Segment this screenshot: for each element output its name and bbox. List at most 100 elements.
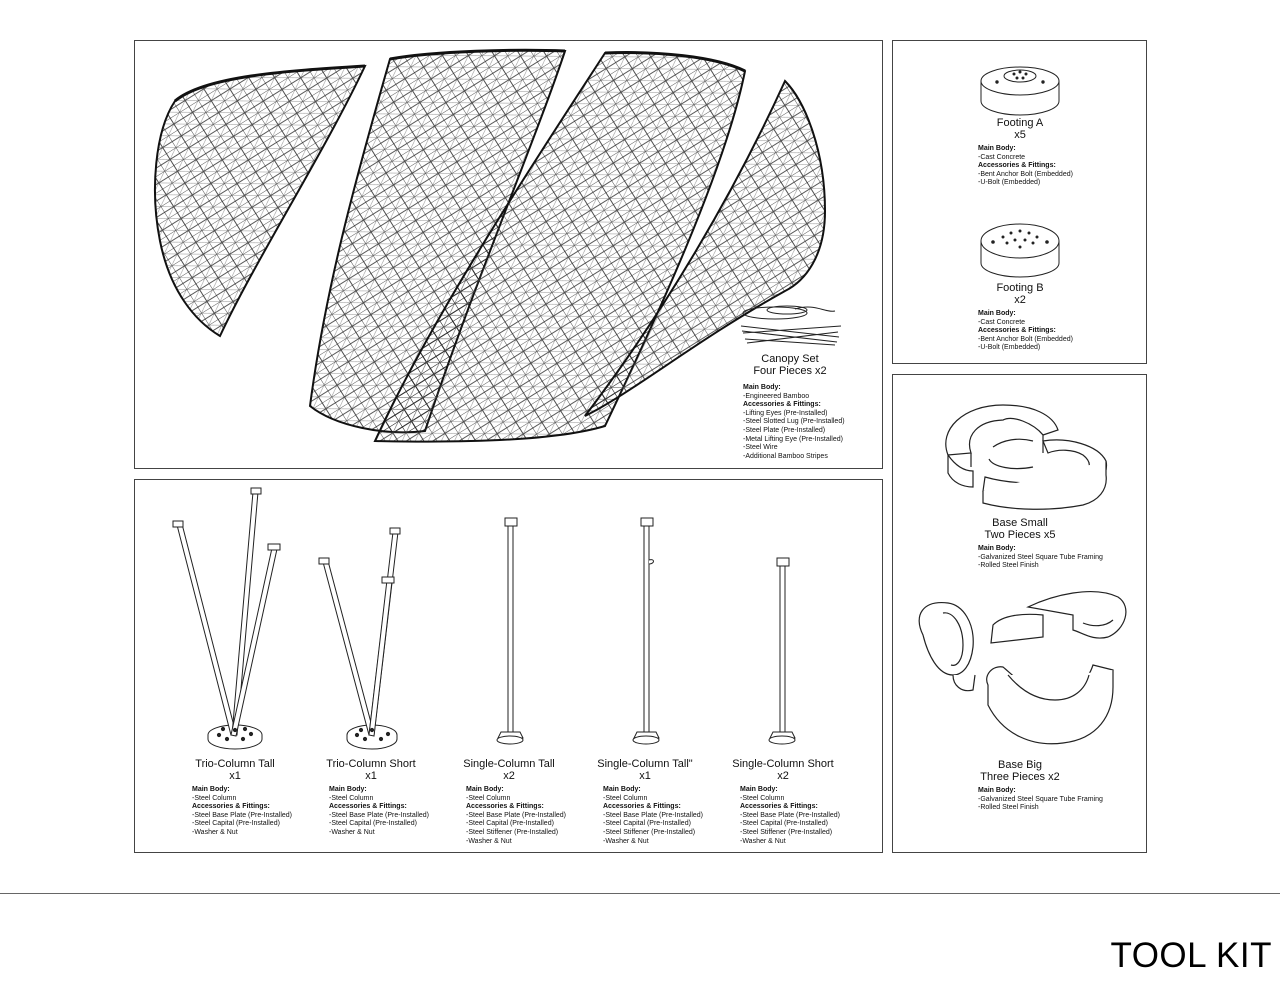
single-column-tall-fitting-item: -Steel Capital (Pre-Installed) xyxy=(466,820,554,828)
page-divider xyxy=(0,893,1280,894)
footing-a-spec: Main Body: -Cast Concrete Accessories & … xyxy=(978,145,1073,188)
base-small-main-body-item: -Galvanized Steel Square Tube Framing xyxy=(978,553,1103,561)
single-column-tall-alt-main-body-item: -Steel Column xyxy=(603,794,648,802)
canopy-main-body-label: Main Body: xyxy=(743,384,781,391)
trio-column-tall-qty: x1 xyxy=(229,770,241,782)
footing-b-main-body-label: Main Body: xyxy=(978,310,1016,317)
single-column-tall-alt-fitting-item: -Steel Stiffener (Pre-Installed) xyxy=(603,828,696,836)
footing-b-spec: Main Body: -Cast Concrete Accessories & … xyxy=(978,310,1073,353)
trio-column-short-spec: Main Body: -Steel Column Accessories & F… xyxy=(329,786,429,838)
single-column-tall-alt-fitting-item: -Steel Capital (Pre-Installed) xyxy=(603,820,691,828)
canopy-fitting-item: -Lifting Eyes (Pre-Installed) xyxy=(743,409,828,417)
footing-a-qty: x5 xyxy=(1014,129,1026,141)
trio-column-tall-fitting-item: -Steel Base Plate (Pre-Installed) xyxy=(192,811,292,819)
base-small-spec: Main Body: -Galvanized Steel Square Tube… xyxy=(978,545,1103,571)
trio-column-short-main-body-label: Main Body: xyxy=(329,786,367,793)
canopy-qty: Four Pieces x2 xyxy=(753,365,827,377)
bases-illustration xyxy=(918,404,1127,745)
trio-column-short-fitting-item: -Steel Base Plate (Pre-Installed) xyxy=(329,811,429,819)
footing-a-name: Footing A xyxy=(996,117,1044,129)
single-column-tall-alt-title: Single-Column Tall" x1 xyxy=(585,758,705,782)
trio-column-tall-spec: Main Body: -Steel Column Accessories & F… xyxy=(192,786,292,838)
footing-a-icon xyxy=(980,66,1060,116)
canopy-fitting-item: -Additional Bamboo Stripes xyxy=(743,452,828,460)
trio-column-tall-fittings-label: Accessories & Fittings: xyxy=(192,803,270,811)
single-column-tall-main-body-item: -Steel Column xyxy=(466,794,511,802)
canopy-main-body-item: -Engineered Bamboo xyxy=(743,392,810,400)
single-column-short-name: Single-Column Short xyxy=(732,758,834,770)
single-column-short-main-body-item: -Steel Column xyxy=(740,794,785,802)
base-small-qty: Two Pieces x5 xyxy=(984,529,1056,541)
single-column-short-fitting-item: -Steel Capital (Pre-Installed) xyxy=(740,820,828,828)
single-column-tall-name: Single-Column Tall xyxy=(463,758,555,770)
base-big-name: Base Big xyxy=(997,759,1043,771)
canopy-name: Canopy Set xyxy=(761,353,819,365)
base-big-main-body-label: Main Body: xyxy=(978,787,1016,794)
canopy-fitting-item: -Steel Wire xyxy=(743,444,778,452)
footing-b-main-body-item: -Cast Concrete xyxy=(978,318,1026,326)
single-column-short-icon xyxy=(768,557,796,745)
trio-column-tall-name: Trio-Column Tall xyxy=(195,758,275,770)
trio-column-tall-title: Trio-Column Tall x1 xyxy=(175,758,295,782)
footing-a-fittings-label: Accessories & Fittings: xyxy=(978,162,1056,170)
trio-column-tall-main-body-item: -Steel Column xyxy=(192,794,237,802)
footing-a-main-body-item: -Cast Concrete xyxy=(978,153,1026,161)
single-column-tall-fitting-item: -Steel Base Plate (Pre-Installed) xyxy=(466,811,566,819)
trio-column-short-title: Trio-Column Short x1 xyxy=(311,758,431,782)
base-small-name: Base Small xyxy=(992,517,1048,529)
single-column-tall-alt-fittings-label: Accessories & Fittings: xyxy=(603,803,681,811)
canopy-fitting-item: -Steel Plate (Pre-Installed) xyxy=(743,426,826,434)
single-column-tall-title: Single-Column Tall x2 xyxy=(449,758,569,782)
canopy-illustration xyxy=(154,48,842,443)
single-column-short-qty: x2 xyxy=(777,770,789,782)
canopy-piece-1 xyxy=(154,64,367,338)
base-big-icon xyxy=(918,591,1127,745)
trio-column-tall-fitting-item: -Washer & Nut xyxy=(192,828,238,836)
trio-column-short-qty: x1 xyxy=(365,770,377,782)
single-column-tall-qty: x2 xyxy=(503,770,515,782)
footing-a-fitting-item: -Bent Anchor Bolt (Embedded) xyxy=(978,170,1073,178)
single-column-short-spec: Main Body: -Steel Column Accessories & F… xyxy=(740,786,840,846)
footing-b-qty: x2 xyxy=(1014,294,1026,306)
footings-illustration xyxy=(980,66,1060,278)
footing-b-fittings-label: Accessories & Fittings: xyxy=(978,327,1056,335)
single-column-short-title: Single-Column Short x2 xyxy=(721,758,845,782)
footing-a-main-body-label: Main Body: xyxy=(978,145,1016,152)
trio-column-short-main-body-item: -Steel Column xyxy=(329,794,374,802)
canopy-piece-3 xyxy=(373,51,747,443)
columns-panel: Trio-Column Tall x1 Main Body: -Steel Co… xyxy=(134,479,883,853)
footing-b-name: Footing B xyxy=(996,282,1044,294)
sheet-title: TOOL KIT xyxy=(1110,936,1272,975)
single-column-short-main-body-label: Main Body: xyxy=(740,786,778,793)
trio-column-tall-main-body-label: Main Body: xyxy=(192,786,230,793)
canopy-fittings-label: Accessories & Fittings: xyxy=(743,401,821,409)
canopy-spec: Main Body: -Engineered Bamboo Accessorie… xyxy=(743,384,845,461)
single-column-short-fitting-item: -Steel Stiffener (Pre-Installed) xyxy=(740,828,833,836)
columns-illustration xyxy=(172,487,796,750)
single-column-tall-alt-qty: x1 xyxy=(639,770,651,782)
base-small-title: Base Small Two Pieces x5 xyxy=(957,517,1083,541)
trio-column-tall-fitting-item: -Steel Capital (Pre-Installed) xyxy=(192,820,280,828)
single-column-tall-main-body-label: Main Body: xyxy=(466,786,504,793)
canopy-title: Canopy Set Four Pieces x2 xyxy=(725,353,855,377)
single-column-tall-alt-spec: Main Body: -Steel Column Accessories & F… xyxy=(603,786,703,846)
bases-panel: Base Small Two Pieces x5 Main Body: -Gal… xyxy=(892,374,1147,853)
trio-column-short-name: Trio-Column Short xyxy=(326,758,416,770)
canopy-fitting-item: -Steel Slotted Lug (Pre-Installed) xyxy=(743,418,845,426)
single-column-tall-icon xyxy=(496,517,524,745)
footing-b-title: Footing B x2 xyxy=(957,282,1083,306)
trio-column-short-fitting-item: -Washer & Nut xyxy=(329,828,375,836)
footing-a-title: Footing A x5 xyxy=(957,117,1083,141)
bamboo-stripes-icon xyxy=(740,305,842,346)
base-big-main-body-item: -Rolled Steel Finish xyxy=(978,804,1039,812)
footings-panel: Footing A x5 Main Body: -Cast Concrete A… xyxy=(892,40,1147,364)
footing-a-fitting-item: -U-Bolt (Embedded) xyxy=(978,179,1041,187)
single-column-tall-fittings-label: Accessories & Fittings: xyxy=(466,803,544,811)
single-column-tall-spec: Main Body: -Steel Column Accessories & F… xyxy=(466,786,566,846)
canopy-fitting-item: -Metal Lifting Eye (Pre-Installed) xyxy=(743,435,843,443)
trio-column-short-fitting-item: -Steel Capital (Pre-Installed) xyxy=(329,820,417,828)
single-column-tall-alt-fitting-item: -Washer & Nut xyxy=(603,837,649,845)
single-column-tall-fitting-item: -Washer & Nut xyxy=(466,837,512,845)
single-column-tall-alt-name: Single-Column Tall" xyxy=(597,758,693,770)
footing-b-fitting-item: -Bent Anchor Bolt (Embedded) xyxy=(978,335,1073,343)
